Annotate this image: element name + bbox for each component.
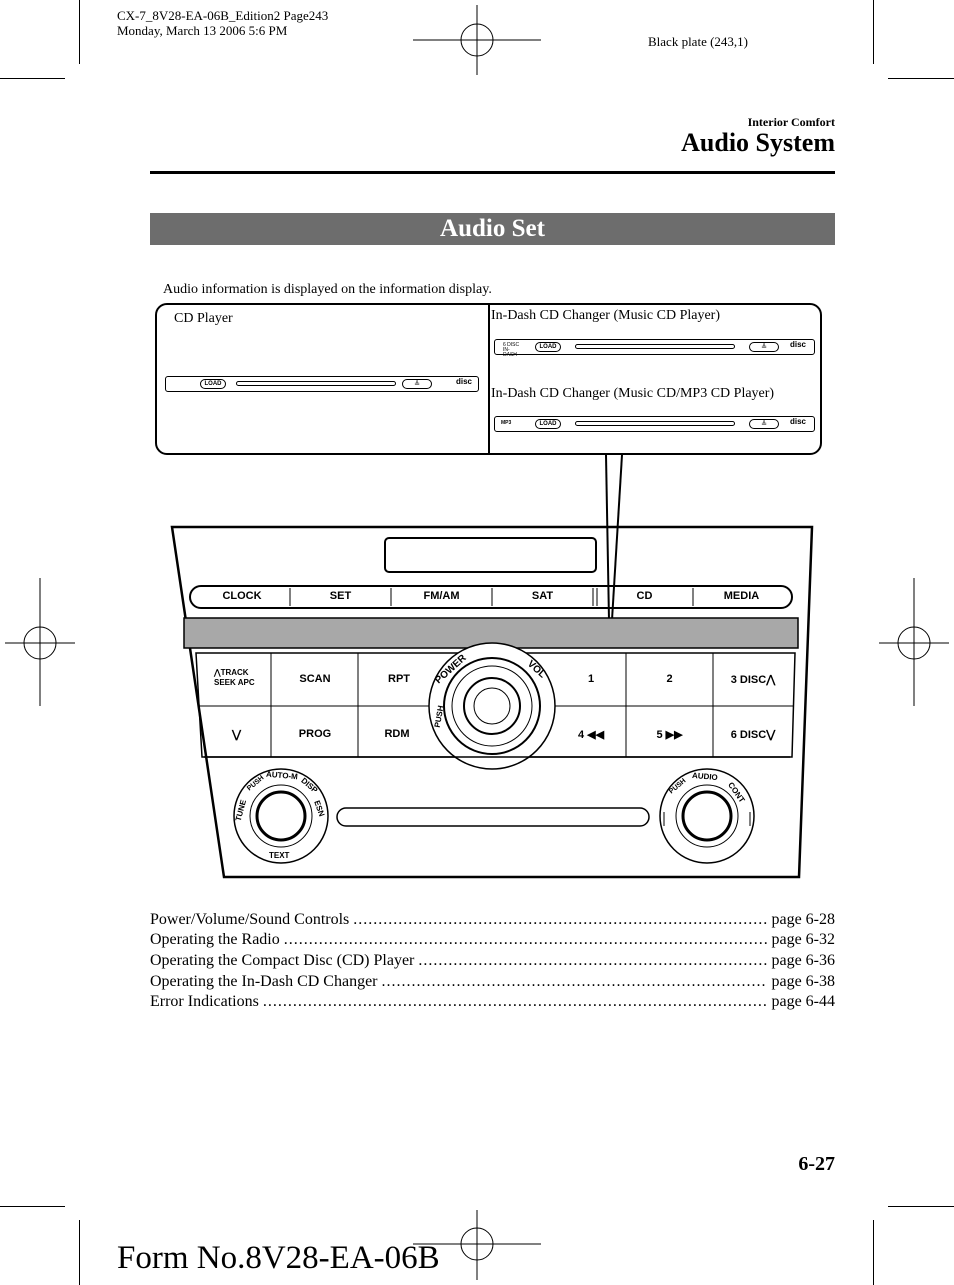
cd-slot: [575, 421, 735, 426]
scan-button[interactable]: SCAN: [299, 673, 331, 685]
prog-button[interactable]: PROG: [298, 728, 332, 740]
cd-button[interactable]: CD: [636, 590, 653, 602]
load-button: LOAD: [535, 419, 561, 429]
toc-page: page 6-32: [771, 931, 835, 948]
cd-player-unit: LOAD ≜ disc: [165, 376, 479, 392]
changer-mp3-label: In-Dash CD Changer (Music CD/MP3 CD Play…: [491, 386, 775, 401]
changer-music-unit: 6 DISC IN-DASH LOAD ≜ disc: [494, 339, 815, 358]
clock-button[interactable]: CLOCK: [222, 590, 262, 602]
file-line: CX-7_8V28-EA-06B_Edition2 Page243: [117, 8, 329, 23]
disc-down-button[interactable]: 6 DISC⋁: [717, 728, 789, 741]
section-category: Interior Comfort: [747, 115, 835, 129]
eject-icon: ≜: [402, 379, 432, 389]
audio-set-banner: Audio Set: [150, 213, 835, 245]
toc-page: page 6-44: [771, 993, 835, 1010]
toc-label: Error Indications: [150, 993, 259, 1010]
file-info: CX-7_8V28-EA-06B_Edition2 Page243 Monday…: [117, 8, 328, 38]
plate-label: Black plate (243,1): [648, 34, 748, 49]
text-label: TEXT: [269, 851, 290, 860]
preset-2-button[interactable]: 2: [666, 673, 673, 685]
rdm-button[interactable]: RDM: [384, 728, 410, 740]
form-number: Form No.8V28-EA-06B: [117, 1240, 440, 1276]
seek-apc-label: SEEK APC: [214, 678, 255, 687]
set-button[interactable]: SET: [329, 590, 352, 602]
rpt-button[interactable]: RPT: [388, 673, 410, 685]
preset-1-button[interactable]: 1: [587, 673, 595, 685]
preset-5-button[interactable]: 5 ▶▶: [630, 728, 709, 741]
toc-page: page 6-38: [771, 973, 835, 990]
disc-logo-icon: disc: [790, 340, 807, 349]
changer-mp3-unit: MP3 LOAD ≜ disc: [494, 416, 815, 432]
disc-logo-icon: disc: [456, 377, 473, 386]
section-title: Audio System: [681, 128, 835, 157]
disc-logo-icon: disc: [790, 417, 807, 426]
toc-label: Operating the Compact Disc (CD) Player: [150, 952, 415, 969]
load-button: LOAD: [200, 379, 226, 389]
track-down-button[interactable]: ⋁: [205, 728, 268, 741]
preset-5-label: 5: [656, 729, 663, 741]
disc-down-label: 6 DISC: [730, 729, 767, 741]
load-button: LOAD: [535, 342, 561, 352]
fast-forward-icon: ▶▶: [665, 729, 683, 741]
toc-label: Operating the Radio: [150, 931, 280, 948]
chevron-down-icon: ⋁: [231, 729, 242, 741]
chevron-up-icon: ⋀: [766, 674, 776, 686]
toc-page: page 6-36: [771, 952, 835, 969]
power-volume-knob[interactable]: [452, 666, 532, 746]
cd-player-label: CD Player: [174, 311, 233, 326]
audio-control-knob[interactable]: [683, 792, 731, 840]
cd-slot: [575, 344, 735, 349]
toc-label: Operating the In-Dash CD Changer: [150, 973, 378, 990]
track-up-icon: ⋀: [214, 668, 221, 677]
intro-text: Audio information is displayed on the in…: [163, 282, 492, 297]
toc-entry[interactable]: Error Indications page 6-44: [150, 993, 835, 1011]
chevron-down-icon: ⋁: [766, 729, 776, 741]
header-rule: [150, 171, 835, 174]
date-line: Monday, March 13 2006 5:6 PM: [117, 23, 288, 38]
media-button[interactable]: MEDIA: [723, 590, 760, 602]
toc-page: page 6-28: [771, 911, 835, 928]
disc-up-button[interactable]: 3 DISC⋀: [717, 673, 789, 686]
toc-entry[interactable]: Operating the In-Dash CD Changer page 6-3…: [150, 973, 835, 991]
sat-button[interactable]: SAT: [531, 590, 554, 602]
disc-up-label: 3 DISC: [730, 674, 767, 686]
page-number: 6-27: [798, 1153, 835, 1175]
callout-divider: [488, 305, 490, 455]
cd-slot: [236, 381, 396, 386]
eject-icon: ≜: [749, 419, 779, 429]
preset-4-button[interactable]: 4 ◀◀: [560, 728, 622, 741]
eject-icon: ≜: [749, 342, 779, 352]
mp3-label: MP3: [501, 420, 512, 426]
tune-knob[interactable]: [257, 792, 305, 840]
changer-music-label: In-Dash CD Changer (Music CD Player): [491, 308, 721, 323]
toc-entry[interactable]: Power/Volume/Sound Controls page 6-28: [150, 911, 835, 929]
six-disc-label: 6 DISC IN-DASH: [503, 342, 520, 358]
track-label: TRACK: [220, 668, 249, 677]
toc-label: Power/Volume/Sound Controls: [150, 911, 350, 928]
toc-entry[interactable]: Operating the Compact Disc (CD) Player pa…: [150, 952, 835, 970]
track-seek-button[interactable]: ⋀TRACK SEEK APC: [214, 668, 268, 688]
rewind-icon: ◀◀: [587, 729, 605, 741]
toc-entry[interactable]: Operating the Radio page 6-32: [150, 931, 835, 949]
fm-am-button[interactable]: FM/AM: [423, 590, 460, 602]
preset-4-label: 4: [577, 729, 585, 741]
